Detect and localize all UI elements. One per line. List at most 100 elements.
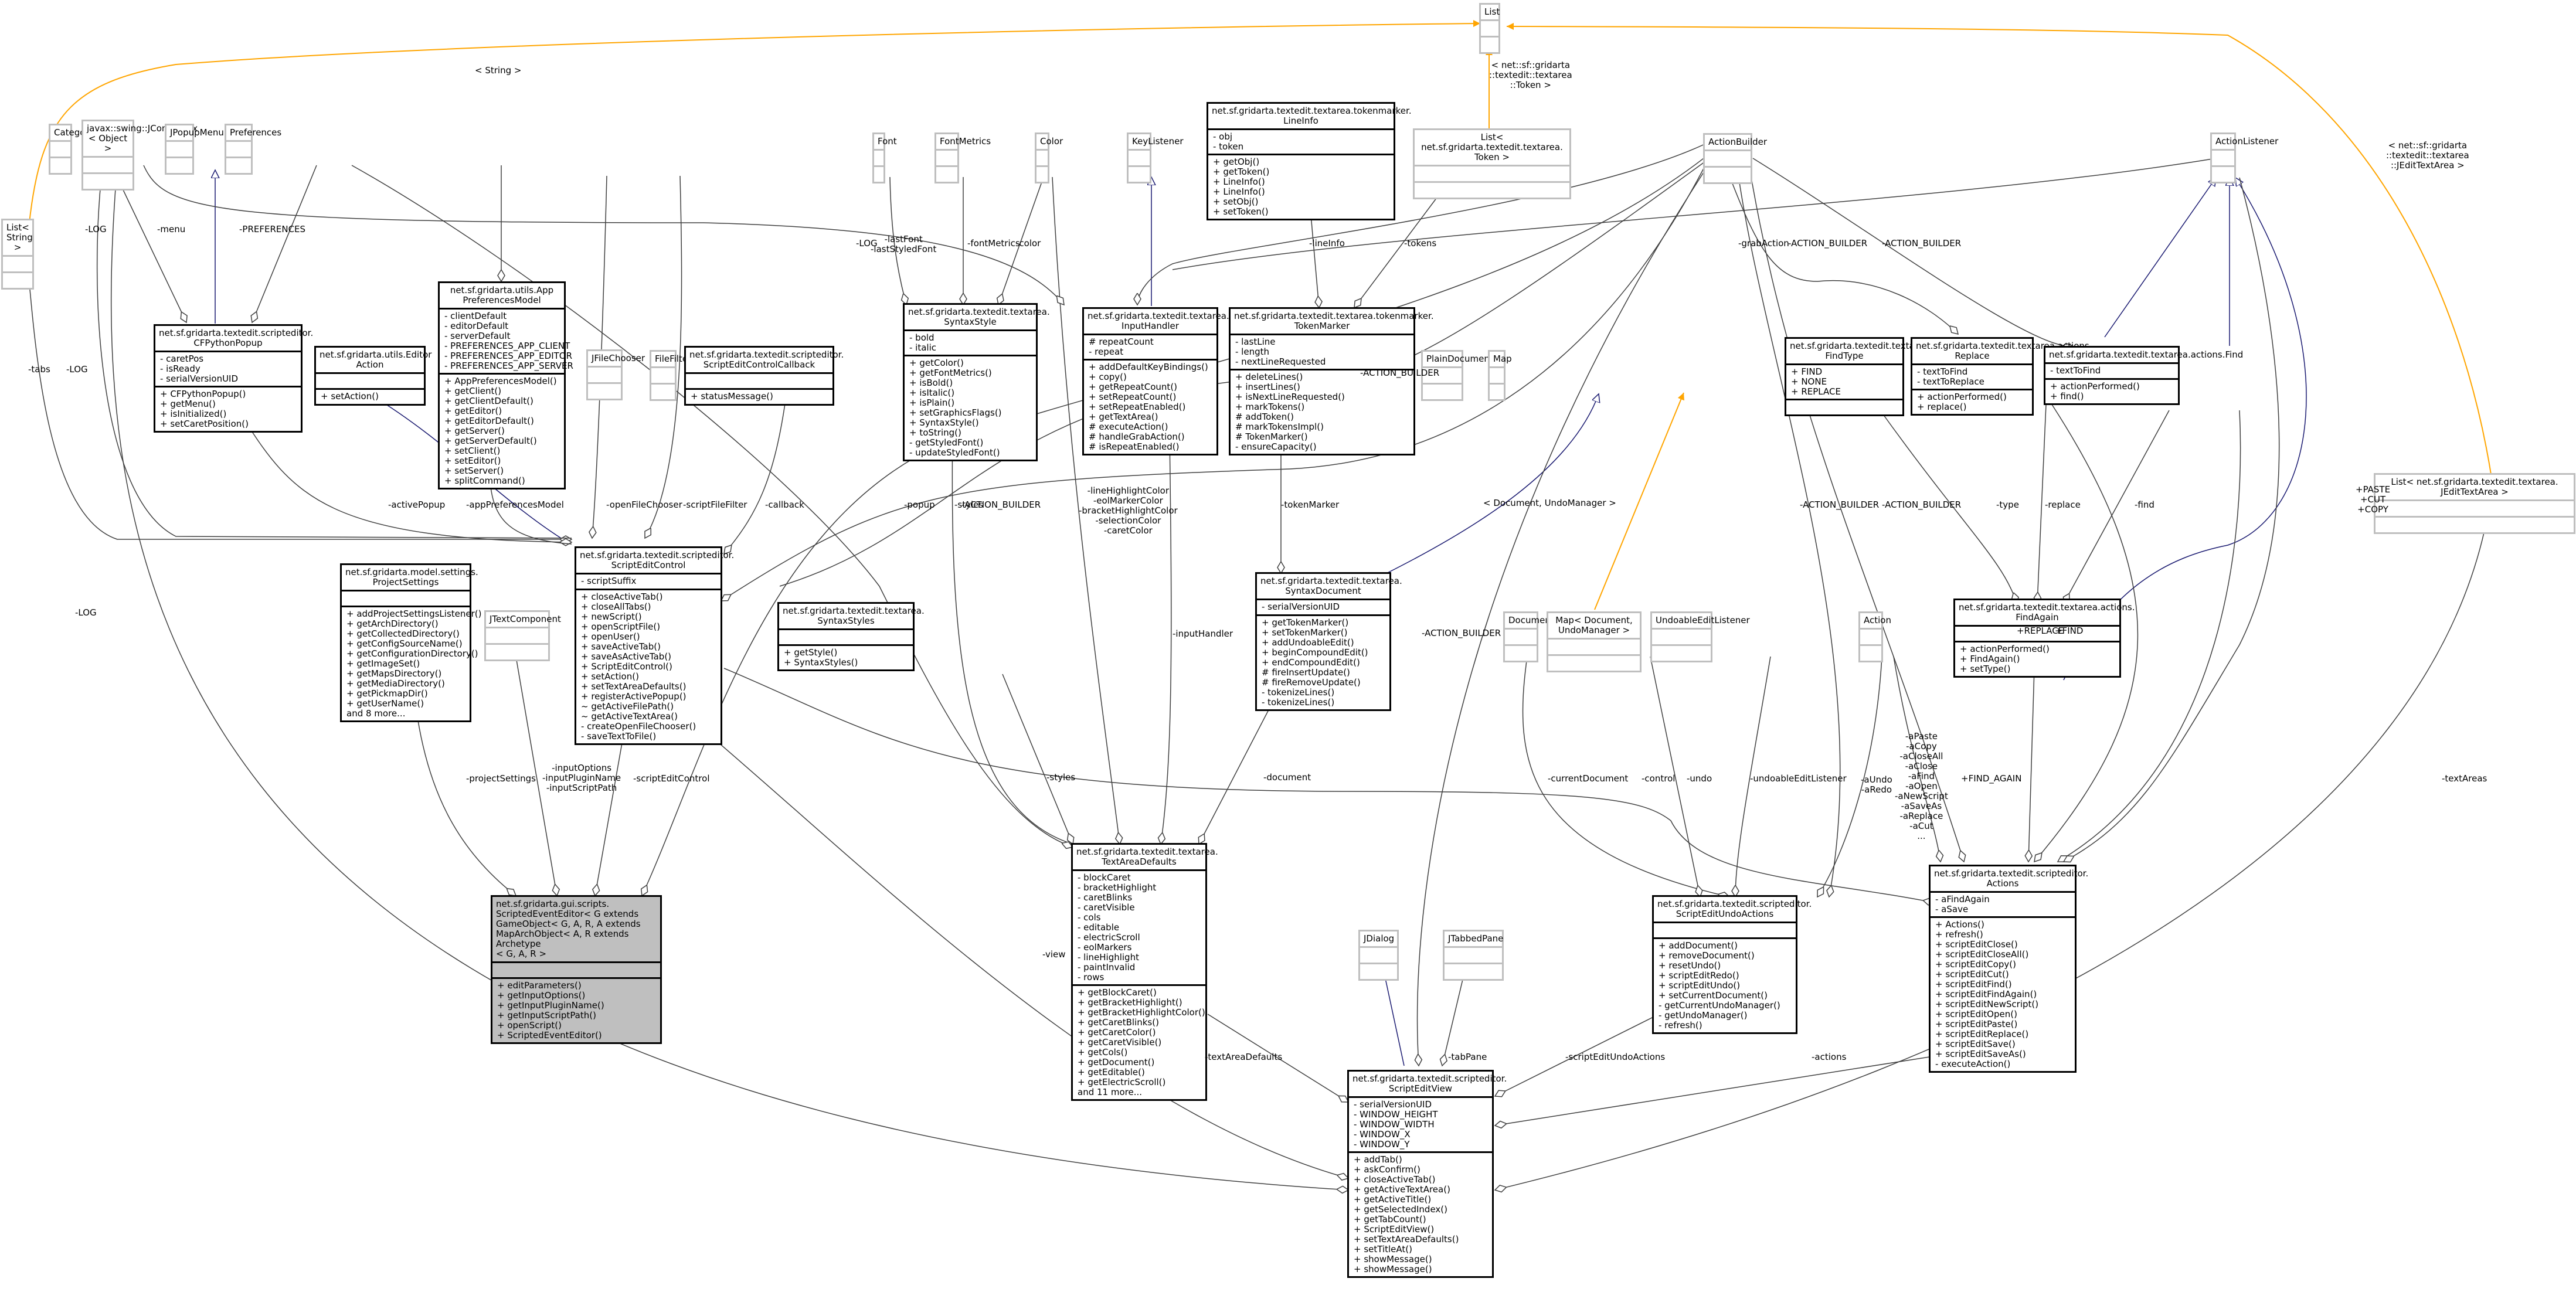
class-scripteditcontrolcallback[interactable]: net.sf.gridarta.textedit.scripteditor. S…: [684, 346, 844, 406]
class-tokenmarker[interactable]: net.sf.gridarta.textedit.textarea.tokenm…: [1229, 307, 1434, 455]
edge-assoc-undo-view: [1495, 1014, 1660, 1096]
edge-inherit-replace-listener: [2104, 178, 2216, 338]
edge-assoc-find-findagain: [2064, 410, 2170, 604]
class-name: net.sf.gridarta.textedit.textarea.action…: [1786, 339, 1966, 365]
class-findagain[interactable]: net.sf.gridarta.textedit.textarea.action…: [1953, 599, 2135, 678]
edge-label: -type: [1996, 499, 2019, 510]
edge-assoc-category-inputhandler: [143, 165, 1064, 305]
class-operations: + getTokenMarker()+ setTokenMarker()+ ad…: [1262, 617, 1368, 708]
class-undoableeditlistener[interactable]: UndoableEditListener: [1650, 611, 1750, 662]
edge-assoc-syntaxstyles-textarea: [1002, 674, 1073, 844]
class-attributes: - textToFind- textToReplace: [1912, 365, 2032, 390]
edge-assoc-font-style: [889, 176, 906, 305]
edge-label: -LOG: [856, 238, 878, 249]
class-jpopupmenu[interactable]: JPopupMenu: [165, 124, 224, 175]
class-list-jedittextarea[interactable]: List< net.sf.gridarta.textedit.textarea.…: [2374, 473, 2575, 534]
class-attributes: - bold- italic: [905, 331, 1036, 356]
class-operations: + getColor()+ getFontMetrics()+ isBold()…: [909, 358, 1002, 458]
class-name: net.sf.gridarta.textedit.textarea. Synta…: [905, 305, 1050, 331]
class-find[interactable]: net.sf.gridarta.textedit.textarea.action…: [2044, 346, 2243, 405]
class-attributes: - obj- token: [1208, 130, 1394, 155]
class-map[interactable]: Map: [1488, 350, 1512, 401]
class-scriptedeventeditor[interactable]: net.sf.gridarta.gui.scripts. ScriptedEve…: [491, 895, 662, 1044]
class-list-token[interactable]: List< net.sf.gridarta.textedit.textarea.…: [1413, 128, 1571, 199]
class-lineinfo[interactable]: net.sf.gridarta.textedit.textarea.tokenm…: [1207, 102, 1412, 220]
class-name: Category: [50, 125, 94, 142]
class-operations: + addTab()+ askConfirm()+ closeActiveTab…: [1354, 1154, 1459, 1274]
edge-label: -scriptEditControl: [633, 773, 710, 784]
class-textareadefaults[interactable]: net.sf.gridarta.textedit.textarea. TextA…: [1071, 843, 1218, 1101]
class-actionbuilder[interactable]: ActionBuilder: [1703, 133, 1767, 184]
edge-label: -LOG: [66, 364, 88, 375]
edge-assoc-actionbuilder-editor: [642, 149, 1715, 896]
class-name: PlainDocument: [1423, 352, 1493, 368]
class-findtype[interactable]: net.sf.gridarta.textedit.textarea.action…: [1785, 337, 1966, 416]
edge-assoc-control-view: [703, 729, 1348, 1178]
edge-label: -grabAction: [1738, 238, 1789, 249]
class-font[interactable]: Font: [872, 132, 897, 183]
class-name: Color: [1036, 134, 1063, 151]
class-syntaxstyles[interactable]: net.sf.gridarta.textedit.textarea. Synta…: [777, 602, 925, 671]
class-attributes: - lastLine- length- nextLineRequested: [1231, 335, 1413, 370]
class-keylistener[interactable]: KeyListener: [1127, 132, 1184, 183]
class-apppreferencesmodel[interactable]: net.sf.gridarta.utils.App PreferencesMod…: [438, 281, 573, 489]
class-plaindocument[interactable]: PlainDocument: [1421, 350, 1493, 401]
class-scripteditview[interactable]: net.sf.gridarta.textedit.scripteditor. S…: [1347, 1070, 1507, 1278]
class-name: net.sf.gridarta.utils.Editor Action: [316, 348, 431, 374]
class-replace[interactable]: net.sf.gridarta.textedit.textarea.action…: [1911, 337, 2092, 416]
class-syntaxdocument[interactable]: net.sf.gridarta.textedit.textarea. Synta…: [1255, 572, 1402, 711]
edge-label: +FIND_AGAIN: [1961, 773, 2022, 784]
class-attributes: + FIND+ NONE+ REPLACE: [1786, 365, 1902, 400]
class-actionlistener[interactable]: ActionListener: [2210, 132, 2278, 183]
class-operations: + setAction(): [321, 391, 379, 402]
class-attributes: - textToFind: [2045, 364, 2178, 380]
edge-assoc-findagain-actions: [2028, 668, 2035, 862]
class-filefilter[interactable]: FileFilter: [650, 350, 691, 401]
class-color[interactable]: Color: [1035, 132, 1063, 183]
class-editoraction[interactable]: net.sf.gridarta.utils.Editor Action + se…: [314, 346, 431, 406]
class-cfpythonpopup[interactable]: net.sf.gridarta.textedit.scripteditor. C…: [154, 324, 313, 433]
class-jtabbedpane[interactable]: JTabbedPane: [1443, 930, 1504, 981]
class-jfilechooser[interactable]: JFileChooser: [586, 349, 645, 400]
class-list[interactable]: List: [1479, 3, 1500, 54]
class-actions[interactable]: net.sf.gridarta.textedit.scripteditor. A…: [1929, 865, 2088, 1073]
edge-label: -fontMetrics: [967, 238, 1020, 249]
edge-template-liststring: [29, 20, 1481, 223]
edge-label: -ACTION_BUILDER: [961, 499, 1041, 510]
class-name: net.sf.gridarta.textedit.textarea.action…: [1912, 339, 2092, 365]
class-name: net.sf.gridarta.utils.App PreferencesMod…: [440, 283, 564, 310]
edge-label: -scriptFileFilter: [683, 499, 747, 510]
class-attributes: - caretPos- isReady- serialVersionUID: [155, 352, 301, 387]
class-name: net.sf.gridarta.textedit.textarea. Synta…: [779, 604, 925, 630]
class-category[interactable]: Category: [49, 124, 94, 175]
class-name: net.sf.gridarta.textedit.scripteditor. C…: [155, 326, 313, 352]
edge-assoc-projectsettings-editor: [416, 709, 516, 896]
class-jdialog[interactable]: JDialog: [1358, 930, 1399, 981]
class-inputhandler[interactable]: net.sf.gridarta.textedit.textarea. Input…: [1082, 307, 1229, 455]
class-syntaxstyle[interactable]: net.sf.gridarta.textedit.textarea. Synta…: [903, 303, 1050, 461]
edge-assoc-color-style: [998, 176, 1044, 305]
class-operations: + addProjectSettingsListener()+ getArchD…: [346, 608, 482, 719]
edge-label: -tabs: [28, 364, 50, 375]
class-name: net.sf.gridarta.model.settings. ProjectS…: [342, 565, 478, 591]
edge-label: +PASTE +CUT +COPY: [2356, 484, 2391, 515]
class-jcombobox[interactable]: javax::swing::JComboBox < Object >: [81, 120, 198, 191]
class-fontmetrics[interactable]: FontMetrics: [934, 132, 991, 183]
class-projectsettings[interactable]: net.sf.gridarta.model.settings. ProjectS…: [340, 563, 482, 722]
edge-label: -control: [1642, 773, 1676, 784]
class-scripteditcontrol[interactable]: net.sf.gridarta.textedit.scripteditor. S…: [575, 546, 734, 745]
class-map-document-undomanager[interactable]: Map< Document, UndoManager >: [1547, 611, 1642, 672]
class-operations: + addDefaultKeyBindings()+ copy()+ getRe…: [1089, 362, 1208, 452]
edge-label: -activePopup: [388, 499, 446, 510]
class-preferences[interactable]: Preferences: [225, 124, 281, 175]
edge-assoc-action-undo: [1817, 656, 1882, 897]
class-action[interactable]: Action: [1858, 611, 1891, 662]
class-attributes: [316, 374, 424, 390]
edge-label: -styles: [954, 499, 984, 510]
class-list-string[interactable]: List< String >: [1, 219, 34, 290]
class-jtextcomponent[interactable]: JTextComponent: [484, 610, 561, 661]
edge-label: -styles: [1046, 772, 1076, 783]
class-scripteditundoactions[interactable]: net.sf.gridarta.textedit.scripteditor. S…: [1652, 895, 1812, 1034]
class-document[interactable]: Document: [1503, 611, 1554, 662]
class-operations: [1786, 400, 1902, 414]
